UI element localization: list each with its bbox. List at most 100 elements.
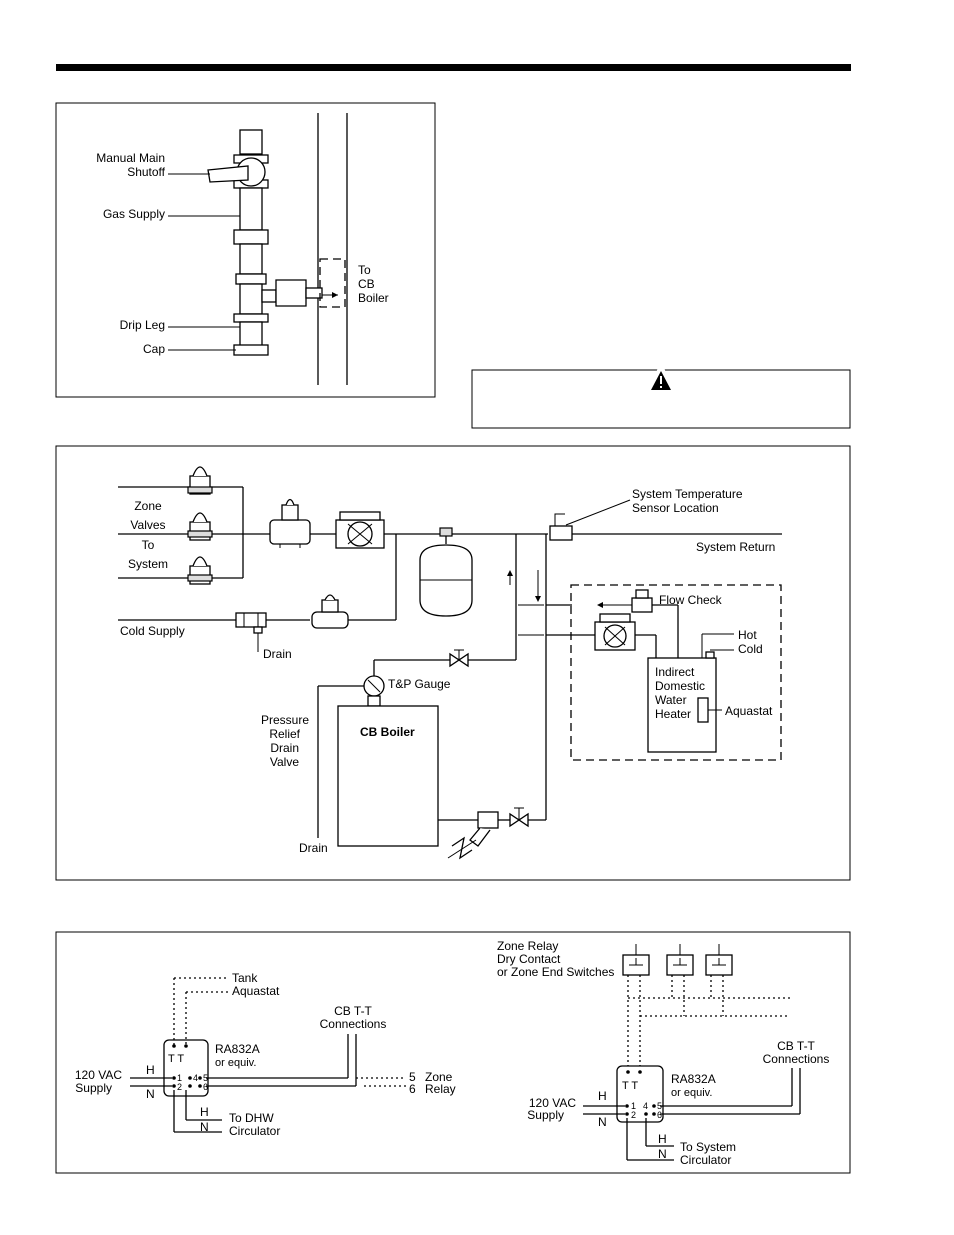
label-connections: Connections <box>320 1017 387 1031</box>
boiler-connection-box <box>319 258 346 308</box>
terminal-5: 5 <box>203 1073 208 1083</box>
wiring-diagrams: Tank Aquastat CB T-T Connections T T RA8… <box>55 931 851 1174</box>
drip-leg-pipe <box>239 321 263 347</box>
label-drain-bottom: Drain <box>299 841 328 855</box>
label-connections: Connections <box>763 1052 830 1066</box>
pipe-segment <box>239 243 263 275</box>
label-h2: H <box>658 1132 667 1146</box>
terminal-6: 6 <box>657 1110 662 1120</box>
label-zone-relay: Zone Relay <box>497 939 558 953</box>
zone-valve-icon <box>187 512 213 541</box>
label-cb-boiler: CB Boiler <box>360 725 415 739</box>
label-to: To <box>358 263 371 277</box>
label-relay-model: RA832A <box>215 1042 260 1056</box>
terminal-2: 2 <box>631 1110 636 1120</box>
terminal-4: 4 <box>643 1101 648 1111</box>
label-n2: N <box>658 1147 667 1161</box>
label-tp-gauge: T&P Gauge <box>388 677 451 691</box>
label-supply: Supply <box>527 1108 564 1122</box>
label-boiler: Boiler <box>358 291 389 305</box>
label-valves: Valves <box>130 518 165 532</box>
zone-valve-icon <box>187 556 213 585</box>
label-system: System <box>128 557 168 571</box>
piping-diagram: CB Boiler <box>55 445 851 881</box>
gas-piping-figure: Manual Main Shutoff Gas Supply To CB Boi… <box>55 102 436 398</box>
terminal-4: 4 <box>193 1073 198 1083</box>
label-120vac: 120 VAC <box>529 1096 576 1110</box>
label-domestic: Domestic <box>655 679 705 693</box>
label-supply: Supply <box>75 1081 112 1095</box>
arrow-left-icon <box>597 602 603 608</box>
ra832a-relay-box <box>163 1039 209 1097</box>
pressure-reducing-valve-icon <box>311 594 349 629</box>
label-cold-supply: Cold Supply <box>120 624 185 638</box>
label-zone: Zone <box>134 499 162 513</box>
label-or-equiv: or equiv. <box>215 1057 256 1069</box>
drain-valve-icon <box>451 836 473 860</box>
label-hot: Hot <box>738 628 757 642</box>
label-system-return: System Return <box>696 540 775 554</box>
air-separator-icon <box>269 498 311 548</box>
label-cap: Cap <box>143 342 165 356</box>
pipe-collar <box>233 313 269 323</box>
zone-valve-icon <box>187 466 213 495</box>
label-zone-end-switches: or Zone End Switches <box>497 965 614 979</box>
label-h: H <box>146 1063 155 1077</box>
label-aquastat: Aquastat <box>725 704 773 718</box>
label-manual-main: Manual Main <box>96 151 165 165</box>
union-fitting <box>233 229 269 245</box>
label-to-system: To System <box>680 1140 736 1154</box>
relay-right: Zone Relay Dry Contact or Zone End Switc… <box>497 939 829 1167</box>
label-cb: CB <box>358 277 375 291</box>
cap-fitting <box>233 344 269 356</box>
label-zone: Zone <box>425 1070 453 1084</box>
label-cold: Cold <box>738 642 763 656</box>
arrow-down-icon <box>535 596 541 602</box>
label-indirect: Indirect <box>655 665 695 679</box>
terminal-2: 2 <box>177 1082 182 1092</box>
indirect-heater-zone <box>570 584 782 761</box>
label-cb-tt: CB T-T <box>777 1039 815 1053</box>
y-strainer-icon <box>469 811 499 847</box>
label-120vac: 120 VAC <box>75 1068 122 1082</box>
label-heater: Heater <box>655 707 691 721</box>
backflow-preventer-icon <box>235 612 267 634</box>
label-shutoff: Shutoff <box>127 165 165 179</box>
label-to: To <box>142 538 155 552</box>
label-gas-supply: Gas Supply <box>103 207 165 221</box>
page-header-rule <box>56 64 851 71</box>
label-drain-word: Drain <box>270 741 299 755</box>
label-tt: T T <box>168 1053 184 1065</box>
label-tank: Tank <box>232 971 258 985</box>
terminal-1: 1 <box>177 1073 182 1083</box>
terminal-6: 6 <box>203 1082 208 1092</box>
gas-figure-frame <box>55 102 436 398</box>
dhw-circulator-icon <box>594 613 636 651</box>
label-tt: T T <box>622 1080 638 1092</box>
label-n: N <box>146 1087 155 1101</box>
label-or-equiv: or equiv. <box>671 1087 712 1099</box>
label-sensor-location: Sensor Location <box>632 501 719 515</box>
label-relay: Relay <box>425 1082 456 1096</box>
label-relief: Relief <box>269 727 300 741</box>
label-to-dhw: To DHW <box>229 1111 274 1125</box>
wiring-frame <box>55 931 851 1174</box>
valve-handle-icon <box>207 165 249 183</box>
pipe-segment <box>239 129 263 155</box>
terminal-5: 5 <box>657 1101 662 1111</box>
aquastat-well <box>697 697 709 723</box>
label-water: Water <box>655 693 687 707</box>
label-flow-check: Flow Check <box>659 593 723 607</box>
label-relay-model: RA832A <box>671 1072 716 1086</box>
branch-pipe <box>305 287 323 299</box>
tee-fitting <box>235 273 267 285</box>
label-drip-leg: Drip Leg <box>120 318 165 332</box>
label-circulator: Circulator <box>680 1153 731 1167</box>
union-fitting <box>275 279 307 307</box>
gas-supply-pipe <box>239 187 263 231</box>
tee-body <box>239 283 263 315</box>
cb-boiler-box <box>337 705 439 847</box>
label-zone-6: 6 <box>409 1082 416 1096</box>
caution-box <box>471 363 851 429</box>
